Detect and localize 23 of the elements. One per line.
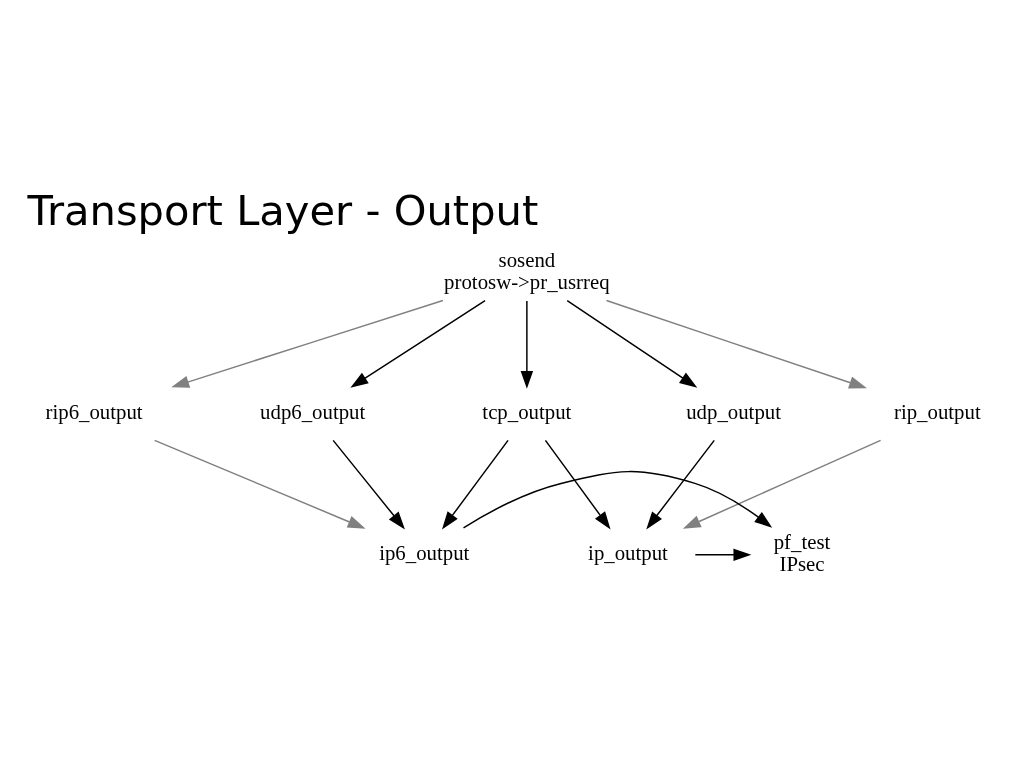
arrow	[694, 548, 752, 561]
node-text: udp6_output	[260, 399, 366, 424]
arrow	[646, 439, 715, 529]
diagram-title: Transport Layer - Output	[27, 185, 539, 235]
arrow	[171, 299, 444, 388]
arrow	[566, 299, 698, 388]
arrow	[605, 299, 867, 388]
node-text: udp_output	[686, 399, 782, 424]
arrow	[332, 439, 405, 529]
node-text: ip_output	[588, 540, 668, 565]
arrow	[153, 439, 366, 529]
arrow	[462, 470, 773, 529]
arrow	[350, 299, 486, 388]
node-text: rip_output	[894, 399, 981, 424]
node-text: rip6_output	[45, 399, 143, 424]
node-text: sosend protosw->pr_usrreq	[444, 247, 610, 294]
node-text: pf_test IPsec	[773, 529, 831, 576]
node-text: tcp_output	[482, 399, 572, 424]
arrow	[682, 439, 882, 529]
node-text: ip6_output	[379, 540, 470, 565]
arrow	[544, 439, 611, 529]
arrow	[520, 299, 534, 389]
arrow	[441, 439, 509, 529]
